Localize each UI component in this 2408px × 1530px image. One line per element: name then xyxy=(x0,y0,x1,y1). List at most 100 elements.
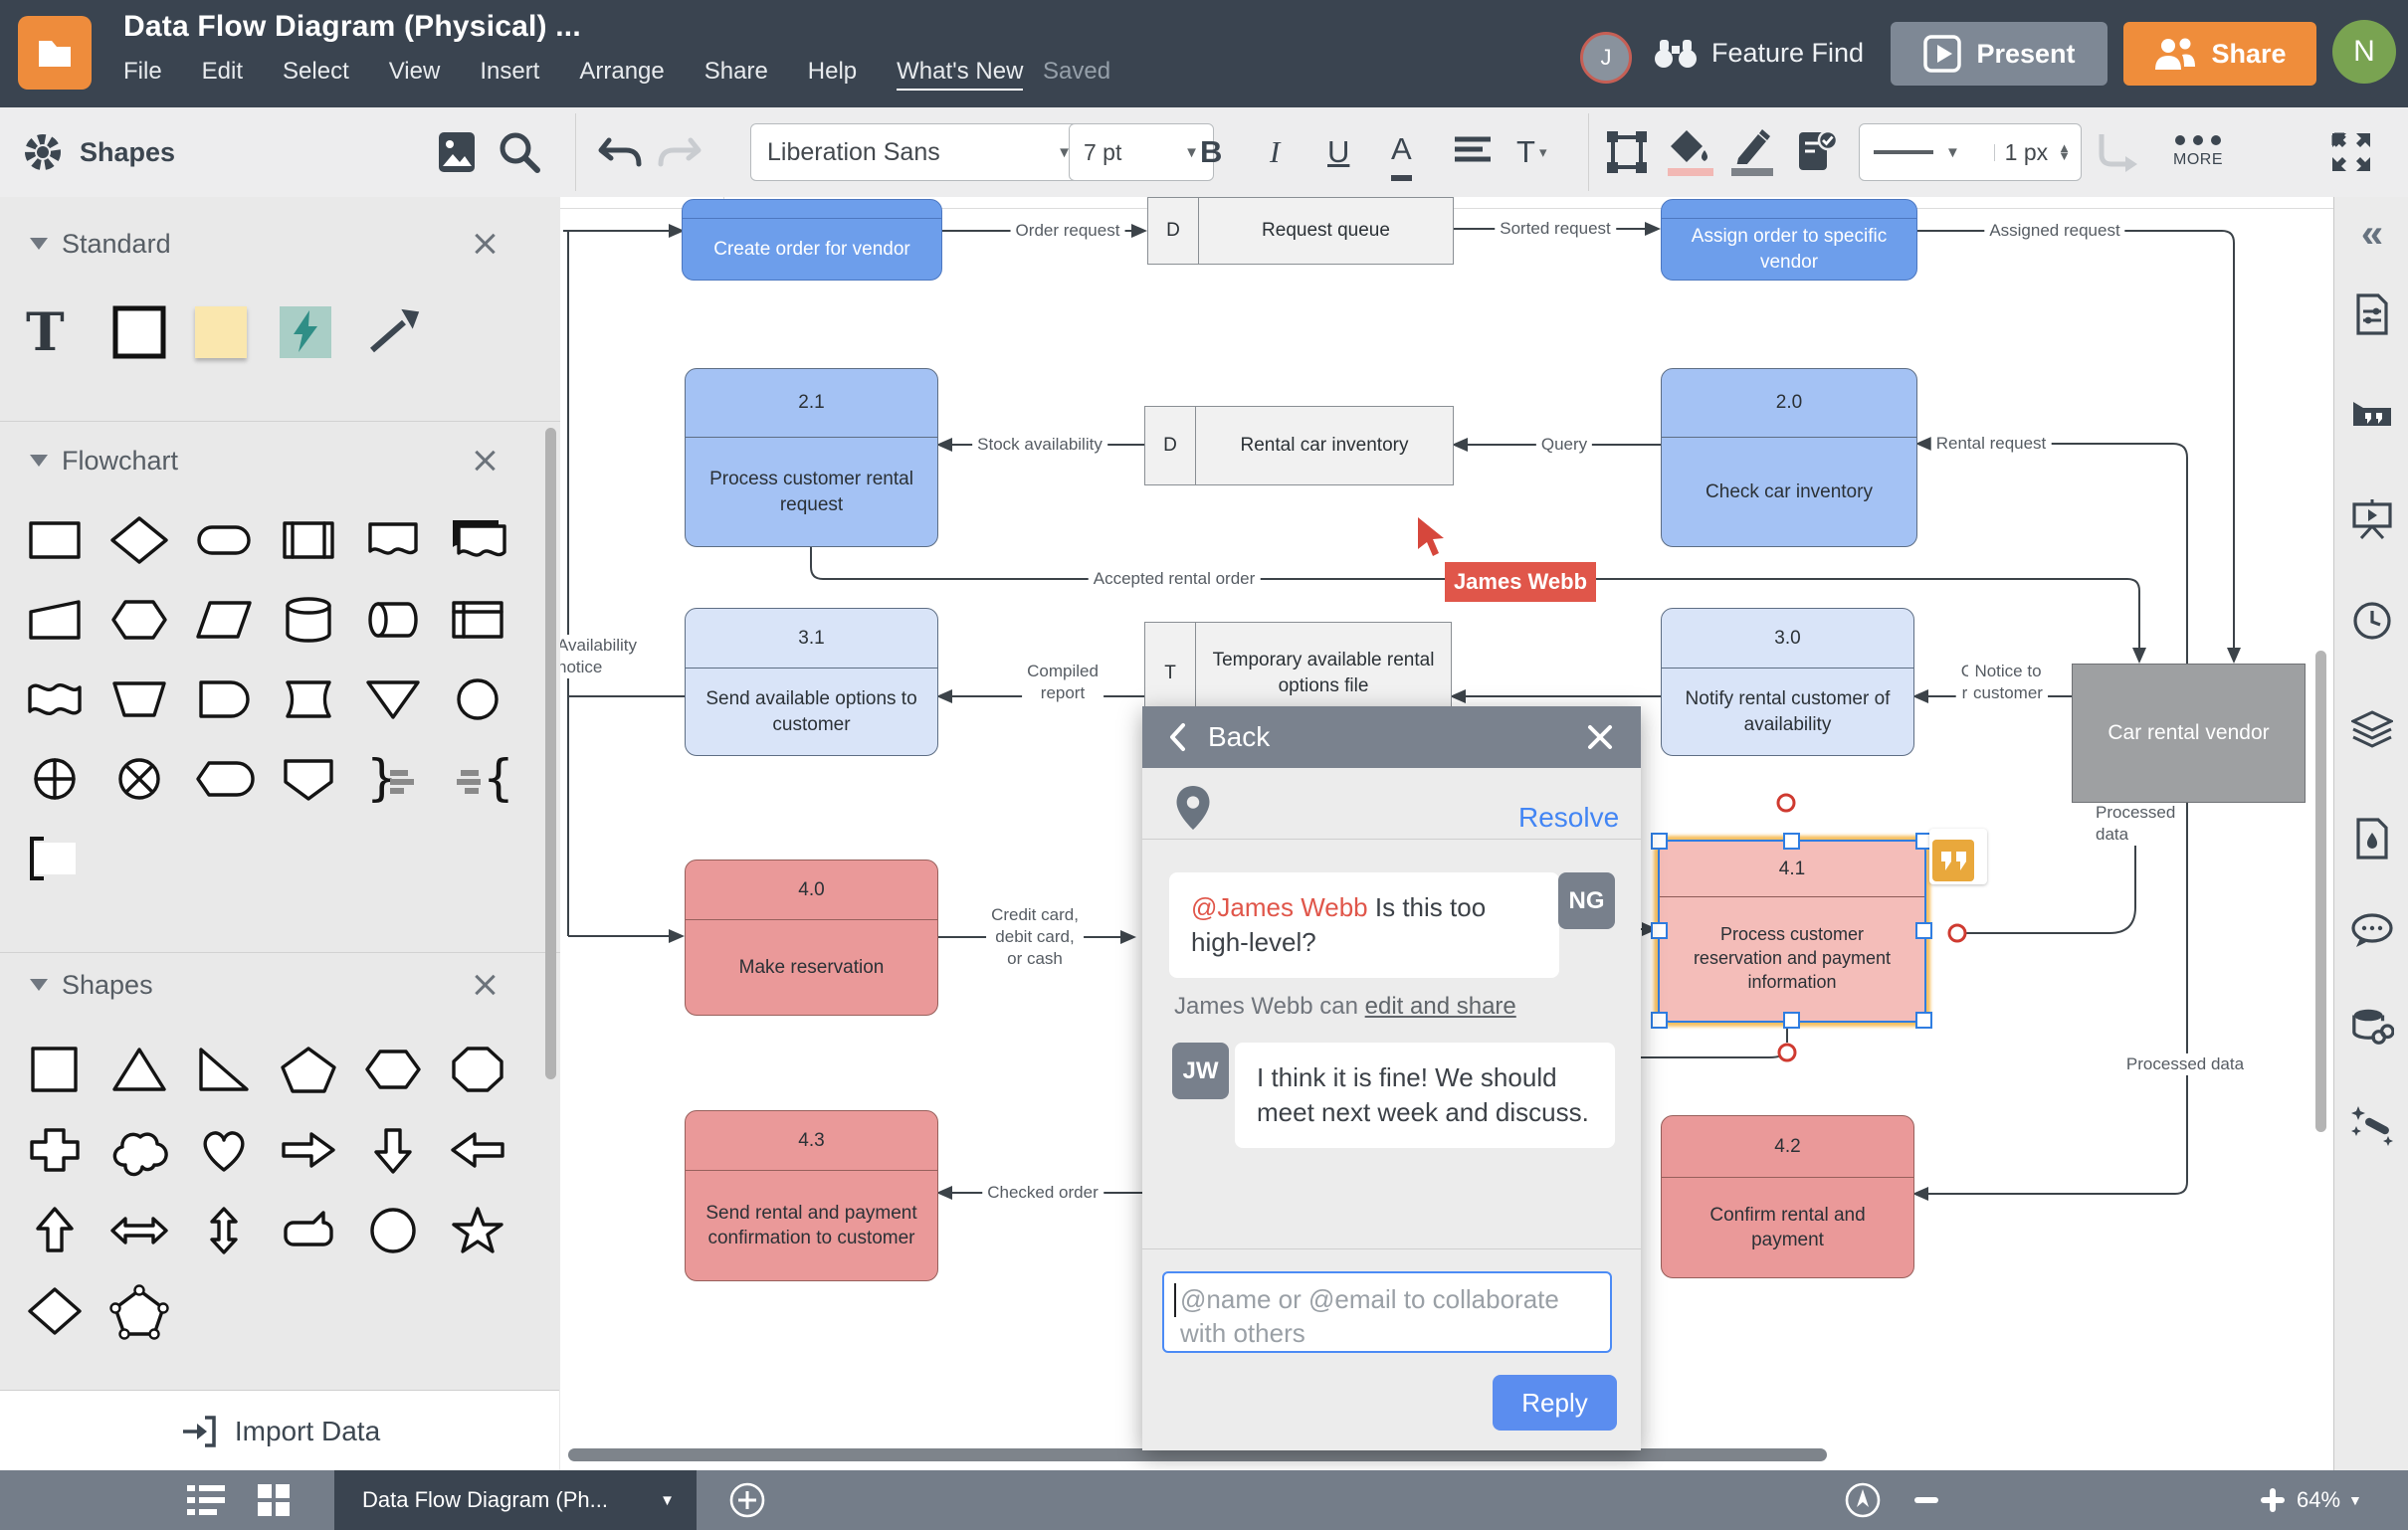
resize-handle[interactable] xyxy=(1651,1012,1668,1029)
edge-label[interactable]: Assigned request xyxy=(1984,219,2125,243)
resize-handle[interactable] xyxy=(1783,1012,1800,1029)
mention-text[interactable]: @James Webb xyxy=(1191,892,1368,922)
shape-arrow-right-icon[interactable] xyxy=(280,1126,364,1174)
page-tab[interactable]: Data Flow Diagram (Ph... ▼ xyxy=(334,1470,697,1530)
page-list-icon[interactable] xyxy=(187,1470,227,1530)
import-data-button[interactable]: Import Data xyxy=(0,1390,559,1470)
zoom-out-button[interactable] xyxy=(1914,1470,1938,1530)
undo-button[interactable] xyxy=(597,107,643,197)
shape-arrow-left-right-icon[interactable] xyxy=(110,1207,195,1254)
shape-octagon-icon[interactable] xyxy=(449,1046,533,1093)
connector-style-button[interactable] xyxy=(2096,107,2141,197)
edge-label[interactable]: Availability notice xyxy=(560,635,643,679)
close-section-icon[interactable] xyxy=(470,970,500,1000)
shape-callout-icon[interactable] xyxy=(280,1207,364,1254)
more-tools-button[interactable]: MORE xyxy=(2171,107,2225,197)
shape-manual-input-icon[interactable] xyxy=(26,596,110,644)
present-button[interactable]: Present xyxy=(1891,22,2107,86)
shape-circle-icon[interactable] xyxy=(364,1207,449,1254)
layers-icon[interactable] xyxy=(2350,708,2394,752)
edge-label[interactable]: Processed data xyxy=(2120,1052,2250,1076)
shape-text-icon[interactable]: T xyxy=(26,301,65,363)
fullscreen-button[interactable] xyxy=(2330,107,2372,197)
shape-brace-left-icon[interactable]: { xyxy=(449,749,533,807)
shape-database-icon[interactable] xyxy=(280,596,364,644)
shape-connector-icon[interactable] xyxy=(449,675,533,723)
node-4-1-selected[interactable]: 4.1 Process customer reservation and pay… xyxy=(1658,840,1926,1023)
edge-label[interactable]: Stock availability xyxy=(972,433,1107,457)
redo-button[interactable] xyxy=(657,107,702,197)
shape-data-button[interactable] xyxy=(1795,107,1839,197)
shape-off-page-connector-icon[interactable] xyxy=(280,755,364,803)
menu-insert[interactable]: Insert xyxy=(480,58,540,85)
edge-label[interactable]: Processed data xyxy=(2091,802,2181,847)
shape-arrow-up-down-icon[interactable] xyxy=(195,1206,280,1254)
shape-process-icon[interactable] xyxy=(26,516,110,564)
shape-or-junction-icon[interactable] xyxy=(26,755,110,803)
shape-paper-tape-icon[interactable] xyxy=(26,675,110,723)
comment-pin-badge[interactable] xyxy=(1929,829,1987,884)
shape-square-icon[interactable] xyxy=(26,1046,110,1093)
menu-whats-new[interactable]: What's New xyxy=(897,58,1024,91)
node-assign-order[interactable]: Assign order to specific vendor xyxy=(1661,199,1917,281)
shape-sticky-note-icon[interactable] xyxy=(195,306,280,358)
zoom-level-select[interactable]: 64% ▼ xyxy=(2297,1487,2362,1512)
edge-label[interactable]: Order request xyxy=(1010,219,1125,243)
node-car-rental-vendor[interactable]: Car rental vendor xyxy=(2072,664,2306,803)
canvas-vertical-scrollbar[interactable] xyxy=(2315,651,2326,1132)
resolve-button[interactable]: Resolve xyxy=(1518,802,1620,833)
collaborator-avatar[interactable]: J xyxy=(1580,32,1632,84)
menu-view[interactable]: View xyxy=(388,58,441,85)
shape-right-triangle-icon[interactable] xyxy=(195,1046,280,1093)
shape-hexagon-icon[interactable] xyxy=(364,1046,449,1093)
shapes-panel-toggle[interactable]: Shapes xyxy=(22,107,175,197)
shape-pentagon-icon[interactable] xyxy=(280,1046,364,1093)
text-options-button[interactable]: T▾ xyxy=(1516,134,1547,169)
font-family-select[interactable]: Liberation Sans▼ xyxy=(750,123,1089,181)
shape-delay-icon[interactable] xyxy=(195,675,280,723)
reply-button[interactable]: Reply xyxy=(1493,1375,1617,1431)
fill-color-button[interactable] xyxy=(1668,107,1713,197)
document-title[interactable]: Data Flow Diagram (Physical) ... xyxy=(123,10,581,43)
node-4-2[interactable]: 4.2 Confirm rental and payment xyxy=(1661,1115,1914,1278)
shape-arrow-icon[interactable] xyxy=(364,306,449,358)
node-3-1[interactable]: 3.1 Send available options to customer xyxy=(685,608,938,756)
shape-predefined-process-icon[interactable] xyxy=(280,516,364,564)
shape-document-icon[interactable] xyxy=(364,516,449,564)
back-chevron-icon[interactable] xyxy=(1168,722,1186,752)
reply-input[interactable]: @name or @email to collaborate with othe… xyxy=(1162,1271,1612,1353)
shape-preparation-icon[interactable] xyxy=(110,596,195,644)
underline-button[interactable]: U xyxy=(1327,134,1350,169)
shape-decision-icon[interactable] xyxy=(110,516,195,564)
edge-label[interactable]: Query xyxy=(1535,433,1593,457)
font-size-select[interactable]: 7 pt▼ xyxy=(1069,123,1214,181)
insert-image-button[interactable] xyxy=(436,107,478,197)
close-icon[interactable] xyxy=(1587,724,1613,750)
shape-triangle-icon[interactable] xyxy=(110,1046,195,1093)
page-style-icon[interactable] xyxy=(2350,817,2394,861)
document-home-icon[interactable] xyxy=(18,16,92,90)
shape-multiple-documents-icon[interactable] xyxy=(449,516,533,564)
node-2-1[interactable]: 2.1 Process customer rental request xyxy=(685,368,938,547)
shape-direct-access-storage-icon[interactable] xyxy=(364,596,449,644)
add-page-button[interactable] xyxy=(728,1470,766,1530)
spinner-arrows-icon[interactable]: ▲▼ xyxy=(2058,140,2071,163)
close-section-icon[interactable] xyxy=(470,229,500,259)
search-shapes-button[interactable] xyxy=(496,107,543,197)
text-align-button[interactable] xyxy=(1453,107,1493,197)
shape-diamond-icon[interactable] xyxy=(26,1286,110,1335)
sidebar-scrollbar[interactable] xyxy=(545,428,556,1079)
edge-label[interactable]: Checked order xyxy=(982,1181,1104,1205)
store-rental-car-inventory[interactable]: D Rental car inventory xyxy=(1144,406,1454,485)
resize-handle[interactable] xyxy=(1651,922,1668,939)
user-avatar[interactable]: N xyxy=(2332,20,2396,84)
store-request-queue[interactable]: D Request queue xyxy=(1147,197,1454,265)
shape-lucid-spark-icon[interactable] xyxy=(280,306,364,358)
edge-label[interactable]: Rental request xyxy=(1930,432,2052,456)
bold-button[interactable]: B xyxy=(1200,134,1223,169)
data-linking-icon[interactable] xyxy=(2350,1005,2394,1049)
line-color-button[interactable] xyxy=(1731,107,1773,197)
magic-wand-icon[interactable] xyxy=(2350,1103,2394,1147)
canvas-horizontal-scrollbar[interactable] xyxy=(568,1448,1827,1461)
feature-find-button[interactable]: Feature Find xyxy=(1654,36,1864,70)
